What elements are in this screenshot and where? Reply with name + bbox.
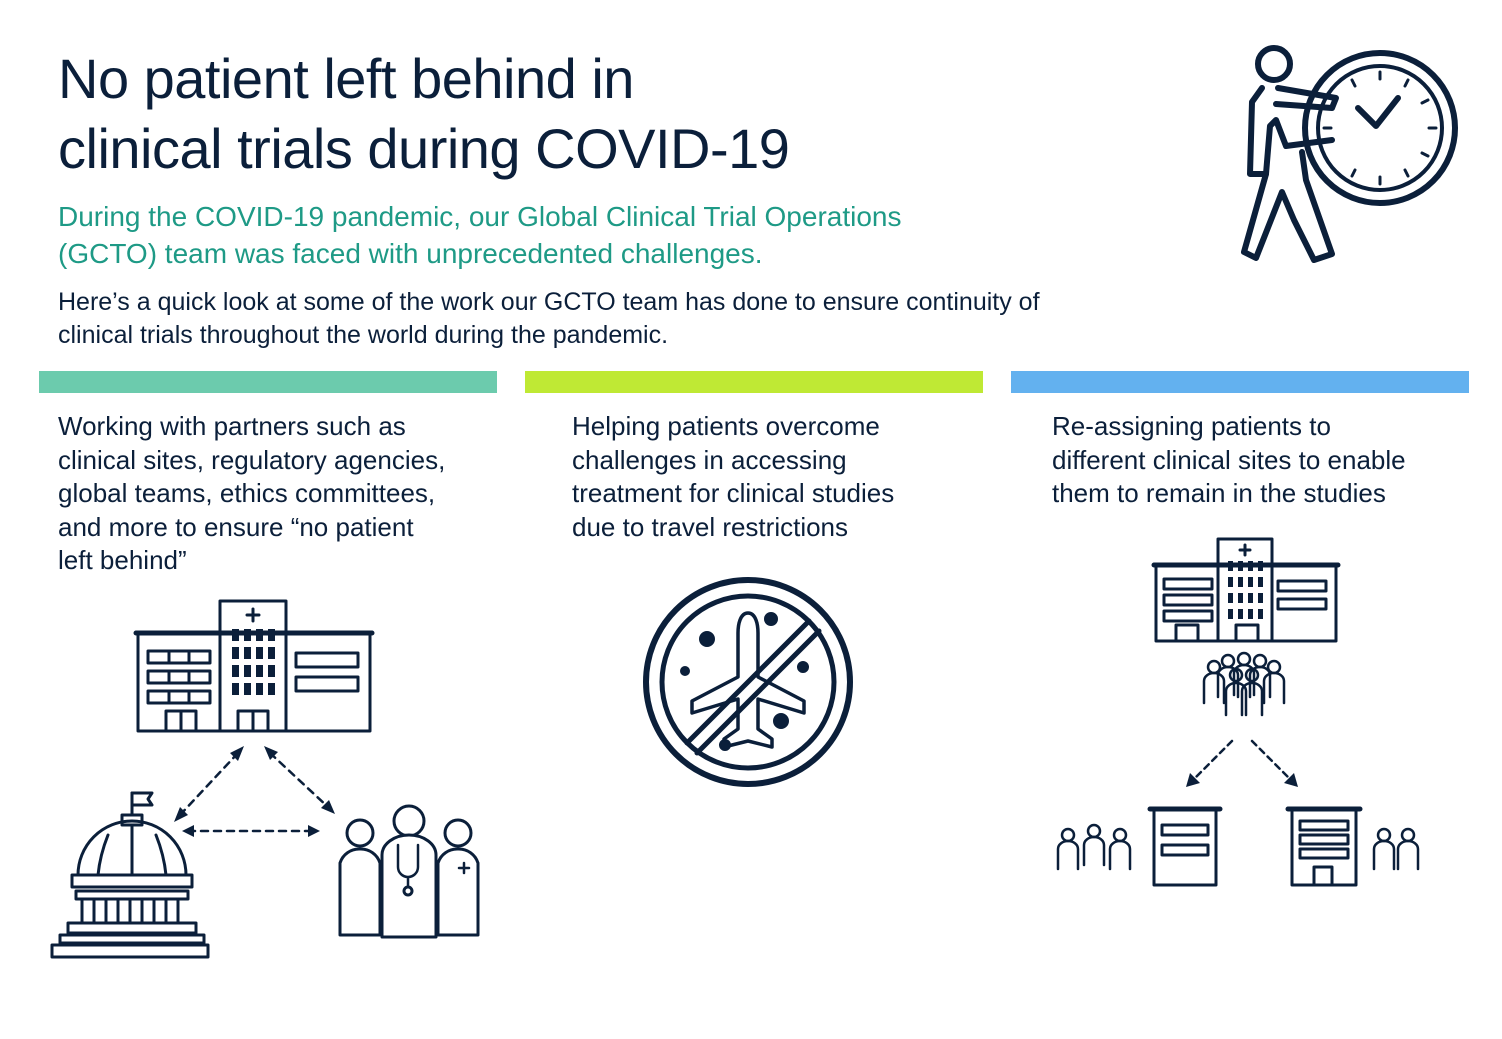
hospital-icon xyxy=(133,599,375,733)
column-1-line: global teams, ethics committees, xyxy=(58,478,436,508)
subtitle: During the COVID-19 pandemic, our Global… xyxy=(58,198,902,272)
column-2-text: Helping patients overcome challenges in … xyxy=(572,410,894,544)
subtitle-line-2: (GCTO) team was faced with unprecedented… xyxy=(58,238,763,269)
column-1-line: clinical sites, regulatory agencies, xyxy=(58,444,446,475)
intro-line-1: Here’s a quick look at some of the work … xyxy=(58,288,1040,316)
patients-left-icon xyxy=(1056,823,1132,871)
virus-particles xyxy=(680,612,809,751)
column-1-line: left behind” xyxy=(58,545,187,575)
column-3-text: Re-assigning patients to different clini… xyxy=(1052,410,1406,511)
patients-right-icon xyxy=(1372,827,1420,871)
column-1-line: Working with partners such as xyxy=(58,411,406,441)
column-2-line: challenges in accessing xyxy=(572,444,847,475)
airplane-icon xyxy=(690,611,806,749)
hospital-icon xyxy=(1151,537,1341,643)
column-3-line: Re-assigning patients to xyxy=(1052,411,1331,441)
patient-crowd-icon xyxy=(1202,651,1286,717)
government-building-icon xyxy=(50,791,210,959)
column-1-color-bar xyxy=(39,371,497,393)
column-1-text: Working with partners such as clinical s… xyxy=(58,410,445,578)
column-1-line: and more to ensure “no patient xyxy=(58,511,414,542)
no-travel-airplane-icon xyxy=(643,577,853,787)
person-pushing-clock-icon xyxy=(1241,45,1458,263)
patients-reassigned-sites-icon xyxy=(1056,537,1420,887)
intro-text: Here’s a quick look at some of the work … xyxy=(58,286,1040,352)
page-title-line-1: No patient left behind in xyxy=(58,47,634,110)
column-3-line: different clinical sites to enable xyxy=(1052,444,1406,475)
page-title-line-2: clinical trials during COVID-19 xyxy=(58,117,790,180)
clinical-site-left-icon xyxy=(1147,806,1223,887)
page-title: No patient left behind in clinical trial… xyxy=(58,44,790,184)
hospital-government-doctors-network-icon xyxy=(50,599,480,959)
column-3-line: them to remain in the studies xyxy=(1052,478,1386,508)
column-3-color-bar xyxy=(1011,371,1469,393)
subtitle-line-1: During the COVID-19 pandemic, our Global… xyxy=(58,201,902,232)
intro-line-2: clinical trials throughout the world dur… xyxy=(58,321,669,349)
column-2-line: Helping patients overcome xyxy=(572,411,880,441)
column-2-color-bar xyxy=(525,371,983,393)
clinical-site-right-icon xyxy=(1285,806,1363,887)
column-2-line: treatment for clinical studies xyxy=(572,478,895,508)
doctors-group-icon xyxy=(338,804,480,939)
column-2-line: due to travel restrictions xyxy=(572,511,849,542)
